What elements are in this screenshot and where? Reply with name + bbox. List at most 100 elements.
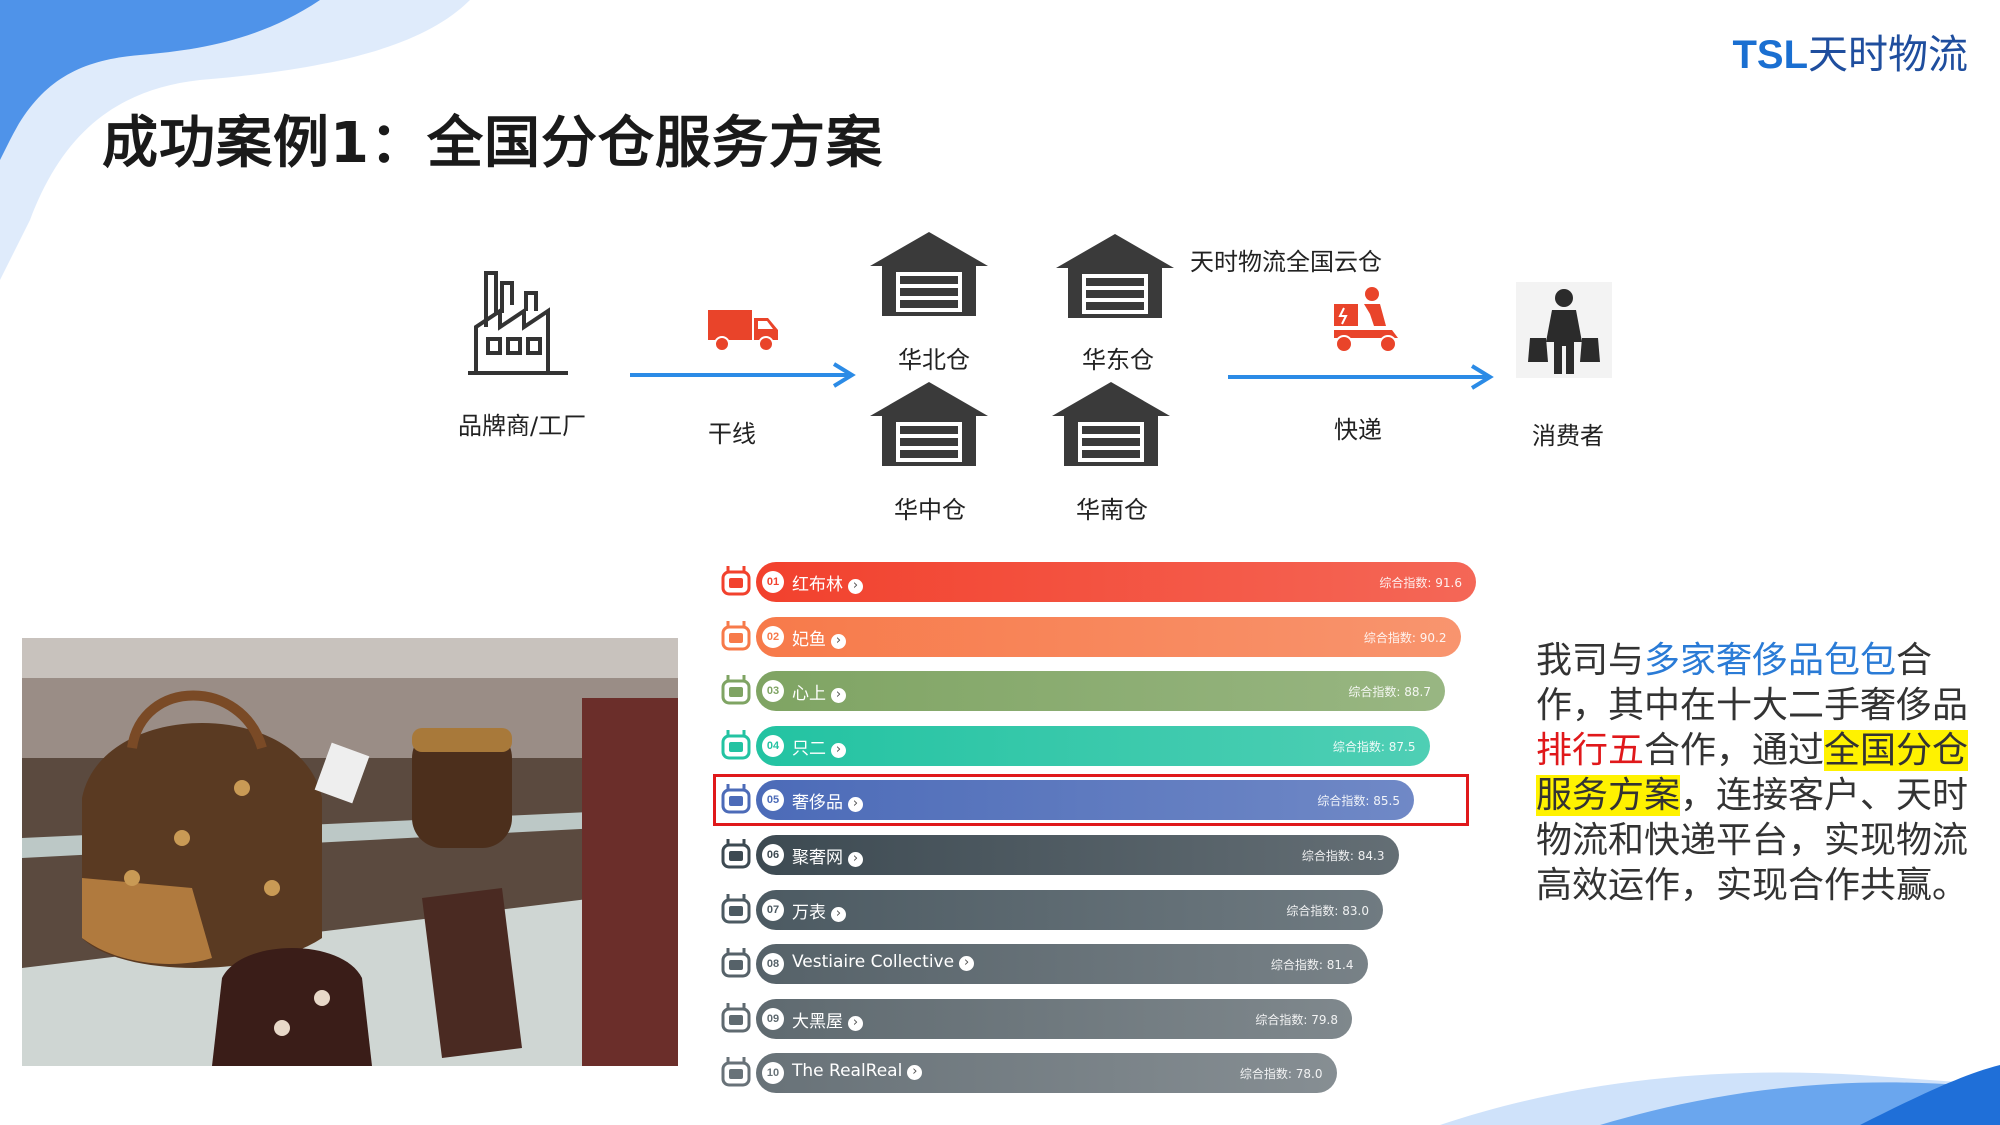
rank-number: 05 [762,789,784,812]
rank-brand-name: 奢侈品 [792,788,863,813]
rank-number: 02 [762,625,784,648]
desc-text-partners: 多家奢侈品包包 [1644,640,1897,681]
rank-score: 综合指数: 88.7 [1348,683,1431,700]
rank-score-value: 87.5 [1388,739,1416,754]
rank-score-value: 91.6 [1435,576,1462,590]
rank-row[interactable]: 02 妃鱼 综合指数: 90.2 [756,616,1461,657]
rank-score: 综合指数: 79.8 [1255,1011,1338,1028]
rank-row[interactable]: 07 万表 综合指数: 83.0 [756,889,1383,930]
consumer-shopping-icon [1516,282,1612,378]
rank-score-prefix: 综合指数: [1317,794,1374,809]
warehouse-label-east: 华东仓 [1082,346,1154,374]
truck-icon [708,310,778,352]
warehouse-icon-east [1056,234,1174,318]
case-description: 我司与多家奢侈品包包合作，其中在十大二手奢侈品排行五合作，通过全国分仓服务方案，… [1536,638,1976,908]
rank-number: 09 [762,1007,784,1030]
rank-badge-icon [721,948,751,978]
rank-score: 综合指数: 83.0 [1286,902,1369,919]
rank-brand-name: The RealReal [792,1061,922,1081]
rank-highlight-box [713,774,1469,826]
rank-badge-icon [721,1002,751,1033]
desc-text-4: ，连接客户、天时物流和快递平台，实现物流高效运作，实现合作共赢。 [1536,775,1969,906]
warehouse-label-north: 华北仓 [898,346,970,374]
luxury-bags-photo [22,638,678,1066]
rank-badge-icon [721,620,751,651]
flow-express-label: 快递 [1334,416,1382,444]
rank-row[interactable]: 09 大黑屋 综合指数: 79.8 [756,998,1352,1039]
rank-score: 综合指数: 84.3 [1302,847,1385,864]
logo-latin: TSL [1732,33,1808,77]
rank-brand-name: Vestiaire Collective [792,952,974,972]
rank-row[interactable]: 05 奢侈品 综合指数: 85.5 [756,780,1414,821]
warehouse-icon-south [1052,382,1170,466]
rank-score-prefix: 综合指数: [1255,1012,1312,1027]
rank-score-prefix: 综合指数: [1239,1067,1296,1082]
rank-number: 08 [762,953,784,976]
rank-score-value: 79.8 [1311,1012,1338,1027]
rank-score-prefix: 综合指数: [1379,576,1436,590]
flow-source-label: 品牌商/工厂 [458,412,587,440]
rank-number: 07 [762,898,784,921]
desc-text-2: 合作，其中在十大二手奢侈品 [1536,640,1969,726]
rank-row[interactable]: 06聚奢网综合指数: 84.3 [756,835,1399,875]
rank-badge-icon [721,784,751,814]
desc-text-3: 合作，通过 [1644,730,1825,771]
rank-brand-name: 聚奢网 [792,843,863,868]
rank-score-prefix: 综合指数: [1348,685,1405,700]
rank-number: 01 [762,571,784,593]
rank-score: 综合指数: 81.4 [1271,956,1354,973]
corner-decoration-top-left [0,0,470,280]
rank-number: 04 [762,734,784,757]
rank-number: 03 [762,680,784,703]
rank-brand-name: 大黑屋 [792,1007,863,1032]
rank-score-value: 90.2 [1419,630,1447,645]
rank-badge-icon [721,1057,751,1087]
warehouse-label-south: 华南仓 [1076,496,1148,524]
rank-score: 综合指数: 78.0 [1240,1065,1323,1082]
cloud-warehouse-label: 天时物流全国云仓 [1190,248,1382,276]
rank-score-value: 84.3 [1357,849,1385,863]
rank-score: 综合指数: 90.2 [1364,629,1447,646]
rank-score-value: 78.0 [1295,1067,1323,1082]
rank-score-prefix: 综合指数: [1332,739,1389,754]
flow-trunk-label: 干线 [708,420,756,448]
trunk-arrow [630,362,856,388]
rank-row[interactable]: 01 红布林 综合指数: 91.6 [756,562,1476,602]
warehouse-label-central: 华中仓 [894,496,966,524]
rank-row[interactable]: 10 The RealReal 综合指数: 78.0 [756,1053,1337,1094]
rank-brand-name: 只二 [792,734,846,759]
rank-badge-icon [721,729,751,760]
rank-score: 综合指数: 87.5 [1333,738,1416,755]
page-title: 成功案例1：全国分仓服务方案 [102,111,883,176]
rank-score-prefix: 综合指数: [1270,958,1327,973]
rank-badge-icon [721,839,751,869]
company-logo: TSL天时物流 [1732,22,1968,80]
rank-score-prefix: 综合指数: [1286,903,1343,918]
rank-row[interactable]: 04 只二 综合指数: 87.5 [756,725,1430,766]
warehouse-icon-central [870,382,988,466]
rank-row[interactable]: 03 心上 综合指数: 88.7 [756,671,1445,712]
rank-score-value: 83.0 [1342,903,1369,918]
rank-score-value: 85.5 [1373,794,1400,809]
rank-brand-name: 妃鱼 [792,625,846,650]
rank-score: 综合指数: 85.5 [1317,792,1400,809]
rank-badge-icon [721,566,751,596]
rank-badge-icon [721,675,751,705]
rank-brand-name: 红布林 [792,570,863,595]
courier-scooter-icon [1334,287,1398,353]
rank-score-prefix: 综合指数: [1363,630,1420,645]
rank-number: 10 [762,1062,784,1085]
flow-consumer-label: 消费者 [1532,422,1604,450]
factory-icon [468,271,568,375]
rank-brand-name: 心上 [792,679,846,704]
express-arrow [1228,364,1494,390]
rank-score-value: 88.7 [1404,685,1431,700]
rank-badge-icon [721,893,751,924]
corner-decoration-bottom-right [1440,1065,2000,1125]
warehouse-icon-north [870,232,988,316]
rank-score-value: 81.4 [1326,958,1354,973]
rank-row[interactable]: 08 Vestiaire Collective 综合指数: 81.4 [756,944,1368,985]
rank-brand-name: 万表 [792,898,846,923]
rank-score-prefix: 综合指数: [1301,849,1358,863]
rank-score: 综合指数: 91.6 [1379,574,1462,591]
